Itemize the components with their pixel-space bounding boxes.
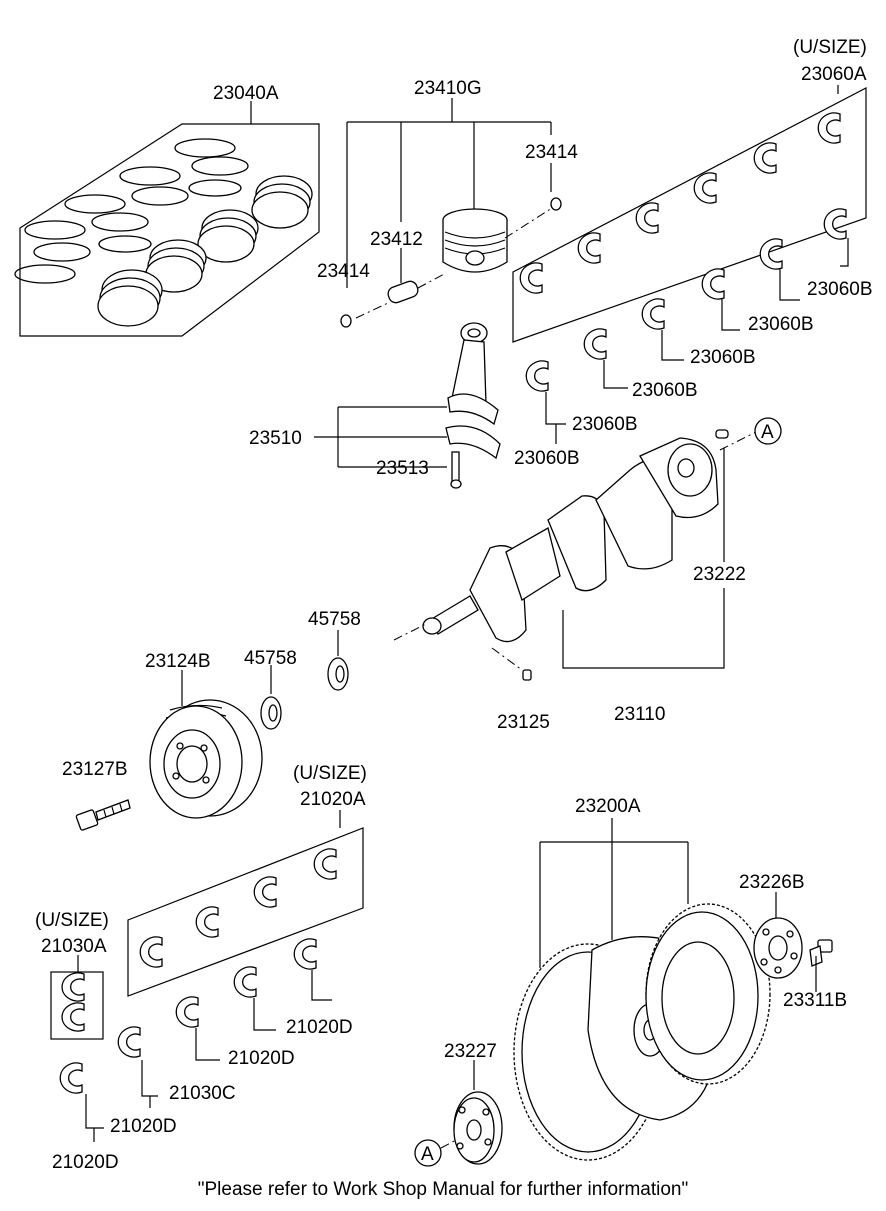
crank-dowel-pin-illustration: [715, 429, 729, 439]
label-23200A: 23200A: [575, 796, 641, 817]
connecting-rod-group: [314, 322, 501, 489]
label-21020A: 21020A: [300, 789, 366, 810]
label-21030A: 21030A: [41, 936, 107, 957]
thrust-bearing-21030A-group: [50, 955, 104, 1040]
main-bearing-set-group: [512, 85, 867, 444]
label-23060B-1: 23060B: [807, 279, 873, 300]
label-23510: 23510: [249, 428, 302, 449]
label-23412: 23412: [370, 229, 423, 250]
adapter-plate-group: [440, 1060, 503, 1165]
label-23060B-6: 23060B: [514, 448, 580, 469]
main-bearing-shells-illustration: [519, 112, 847, 392]
piston-ring-set-group: [14, 101, 320, 337]
svg-text:A: A: [421, 1144, 434, 1165]
label-23060B-2: 23060B: [748, 314, 814, 335]
footer-note: "Please refer to Work Shop Manual for fu…: [197, 1179, 689, 1200]
flywheel-disc-illustration: [645, 903, 771, 1085]
svg-text:A: A: [761, 422, 774, 443]
label-23410G: 23410G: [414, 78, 482, 99]
label-23060A: 23060A: [801, 64, 867, 85]
label-21030C: 21030C: [169, 1083, 236, 1104]
label-23060A-usize: (U/SIZE): [793, 37, 867, 58]
label-23414-top: 23414: [525, 142, 578, 163]
crankshaft-illustration: [422, 437, 719, 643]
reinforcement-plate-illustration: [753, 917, 803, 979]
reinforcement-plate-group: [753, 892, 833, 992]
label-21020D-3: 21020D: [110, 1116, 177, 1137]
label-23060B-4: 23060B: [632, 380, 698, 401]
label-23222: 23222: [693, 564, 746, 585]
snap-ring-bottom-illustration: [340, 314, 352, 328]
label-21020A-usize: (U/SIZE): [293, 763, 367, 784]
label-23227: 23227: [444, 1041, 497, 1062]
label-23127B: 23127B: [62, 759, 128, 780]
thrust-washer-upper: [327, 630, 349, 691]
label-23414-bottom: 23414: [317, 261, 370, 282]
thrust-bearing-shells-illustration: [59, 848, 337, 1094]
crank-key-illustration: [522, 669, 532, 681]
callout-A-top: A: [754, 417, 782, 445]
label-21030A-usize: (U/SIZE): [35, 910, 109, 931]
crankshaft-group: [393, 429, 757, 681]
callout-A-bottom: A: [414, 1139, 442, 1167]
damper-pulley-illustration: [149, 699, 263, 819]
label-23060B-5: 23060B: [572, 414, 638, 435]
piston-assembly-group: [340, 98, 562, 328]
piston-ring-set-illustration: [14, 138, 313, 327]
label-23125: 23125: [497, 712, 550, 733]
flywheel-bolt-illustration: [809, 939, 833, 967]
pulley-bolt-illustration: [75, 799, 131, 831]
snap-ring-top-illustration: [550, 197, 562, 211]
label-23060B-3: 23060B: [690, 347, 756, 368]
label-23110: 23110: [614, 704, 665, 725]
label-21020D-4: 21020D: [52, 1152, 119, 1173]
label-23311B: 23311B: [783, 990, 847, 1011]
label-21020D-2: 21020D: [228, 1048, 295, 1069]
damper-pulley-group: [75, 670, 263, 831]
label-23513: 23513: [376, 458, 429, 479]
thrust-washer-lower: [260, 665, 282, 730]
label-23226B: 23226B: [739, 872, 805, 893]
flywheel-group: [513, 818, 771, 1161]
label-21020D-1: 21020D: [286, 1017, 353, 1038]
adapter-plate-illustration: [453, 1091, 503, 1165]
piston-illustration: [442, 208, 508, 273]
label-23040A: 23040A: [213, 83, 279, 104]
label-23124B: 23124B: [145, 651, 211, 672]
piston-pin-illustration: [387, 280, 419, 304]
thrust-bearing-set-group: [59, 810, 364, 1142]
label-45758-top: 45758: [308, 609, 361, 630]
connecting-rod-illustration: [445, 322, 501, 489]
label-45758-bottom: 45758: [244, 648, 297, 669]
